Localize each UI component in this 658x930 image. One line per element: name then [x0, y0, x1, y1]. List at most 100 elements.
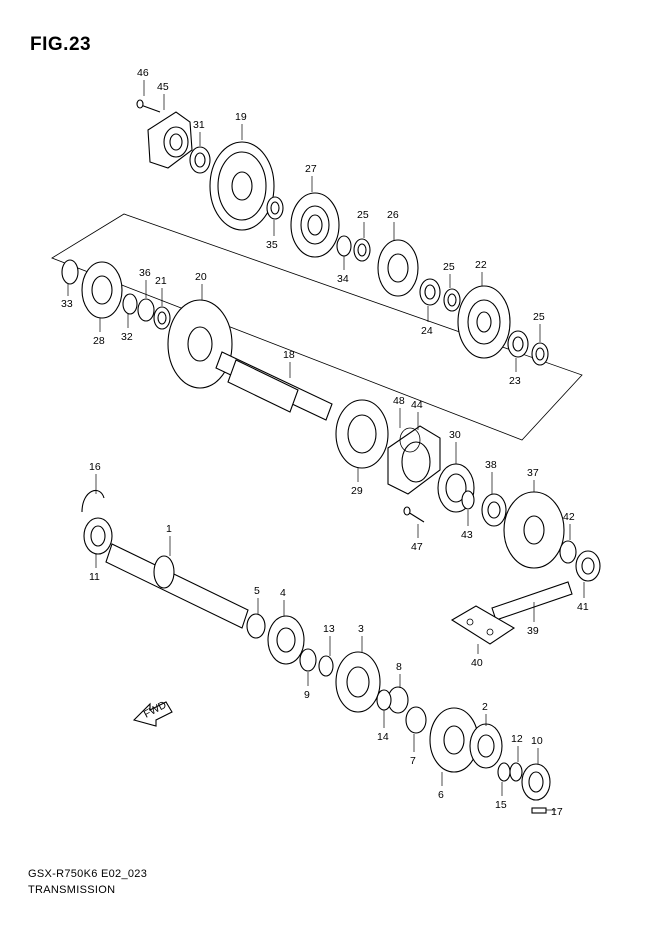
part-screw-47[interactable]	[403, 506, 425, 523]
part-engine-sprocket-37[interactable]	[503, 491, 565, 569]
part-bearing-10[interactable]	[521, 763, 551, 801]
part-driveshaft-1[interactable]	[105, 543, 249, 629]
part-circlip-36[interactable]	[137, 298, 155, 322]
part-o-ring-43[interactable]	[461, 490, 475, 510]
callout-39: 39	[527, 625, 539, 637]
part-gear-27[interactable]	[290, 192, 340, 258]
part-washer-32[interactable]	[122, 293, 138, 315]
part-washer-21[interactable]	[153, 306, 171, 330]
part-bushing-7[interactable]	[405, 706, 427, 734]
part-oil-seal-retainer-44[interactable]	[387, 425, 441, 495]
figure-label: FIG.23	[30, 34, 92, 55]
part-gear-19[interactable]	[209, 141, 275, 231]
part-drive-chain-39[interactable]	[491, 581, 573, 621]
part-nut-41[interactable]	[575, 550, 601, 582]
part-countershaft-18[interactable]	[215, 351, 333, 421]
part-bushing-5[interactable]	[246, 613, 266, 639]
part-pin-17[interactable]	[531, 807, 547, 814]
callout-38: 38	[485, 459, 497, 471]
callout-9: 9	[304, 689, 310, 701]
callout-42: 42	[563, 511, 575, 523]
part-gear-20[interactable]	[167, 299, 233, 389]
part-oil-seal-48[interactable]	[399, 427, 421, 453]
callout-11: 11	[89, 571, 100, 583]
part-washer-35[interactable]	[266, 196, 284, 220]
callout-27: 27	[305, 163, 317, 175]
callout-25-b: 25	[443, 261, 455, 273]
callout-36: 36	[139, 267, 151, 279]
callout-10: 10	[531, 735, 543, 747]
callout-4: 4	[280, 587, 286, 599]
part-chain-joint-40[interactable]	[450, 605, 516, 645]
callout-29: 29	[351, 485, 363, 497]
callout-14: 14	[377, 731, 389, 743]
part-washer-12[interactable]	[509, 762, 523, 782]
callout-30: 30	[449, 429, 461, 441]
callout-labels: 46 45 31 19 27 35 25 26 34 25 22 24 25	[61, 67, 589, 818]
part-spacer-38[interactable]	[481, 493, 507, 527]
callout-46: 46	[137, 67, 149, 79]
callout-17: 17	[551, 806, 563, 818]
part-washer-25-top[interactable]	[353, 238, 371, 262]
callout-34: 34	[337, 273, 349, 285]
part-bearing-11[interactable]	[83, 517, 113, 555]
callout-2: 2	[482, 701, 488, 713]
part-gear-28[interactable]	[81, 261, 123, 319]
callout-19: 19	[235, 111, 247, 123]
callout-28: 28	[93, 335, 105, 347]
part-washer-42[interactable]	[559, 540, 577, 564]
callout-18: 18	[283, 349, 295, 361]
part-circlip-13[interactable]	[318, 655, 334, 677]
callout-6: 6	[438, 789, 444, 801]
callout-47: 47	[411, 541, 423, 553]
part-circlip-34[interactable]	[336, 235, 352, 257]
callout-48: 48	[393, 395, 405, 407]
callout-20: 20	[195, 271, 207, 283]
callout-1: 1	[166, 523, 172, 535]
fwd-arrow-icon: FWD	[132, 699, 173, 727]
part-gear-2[interactable]	[469, 723, 503, 769]
callout-12: 12	[511, 733, 523, 745]
callout-15: 15	[495, 799, 507, 811]
callout-33: 33	[61, 298, 73, 310]
callout-44: 44	[411, 399, 423, 411]
model-code: GSX-R750K6 E02_023	[28, 868, 148, 880]
callout-16: 16	[89, 461, 101, 473]
part-bearing-31[interactable]	[189, 146, 211, 174]
part-circlip-16[interactable]	[81, 489, 105, 513]
callout-8: 8	[396, 661, 402, 673]
callout-13: 13	[323, 623, 335, 635]
part-bearing-retainer-45[interactable]	[147, 111, 193, 169]
callout-7: 7	[410, 755, 416, 767]
callout-40: 40	[471, 657, 483, 669]
callout-23: 23	[509, 375, 521, 387]
part-washer-9[interactable]	[299, 648, 317, 672]
part-circlip-15[interactable]	[497, 762, 511, 782]
part-washer-25-mid[interactable]	[443, 288, 461, 312]
part-gear-26[interactable]	[377, 239, 419, 297]
part-screw-46[interactable]	[136, 99, 161, 113]
part-gear-4[interactable]	[267, 615, 305, 665]
part-circlip-33[interactable]	[61, 259, 79, 285]
part-gear-3[interactable]	[335, 651, 381, 713]
part-gear-22[interactable]	[457, 285, 511, 359]
part-bushing-23[interactable]	[507, 330, 529, 358]
callout-31: 31	[193, 119, 205, 131]
callout-37: 37	[527, 467, 539, 479]
callout-45: 45	[157, 81, 169, 93]
callout-43: 43	[461, 529, 473, 541]
part-bushing-24[interactable]	[419, 278, 441, 306]
part-bearing-29[interactable]	[335, 399, 389, 469]
callout-22: 22	[475, 259, 487, 271]
callout-32: 32	[121, 331, 133, 343]
countershaft-group-outline	[51, 213, 583, 441]
part-washer-14[interactable]	[376, 689, 392, 711]
callout-25-c: 25	[533, 311, 545, 323]
callout-3: 3	[358, 623, 364, 635]
part-washer-25-end[interactable]	[531, 342, 549, 366]
callout-41: 41	[577, 601, 589, 613]
part-gear-6[interactable]	[429, 707, 479, 773]
callout-5: 5	[254, 585, 260, 597]
callout-24: 24	[421, 325, 433, 337]
